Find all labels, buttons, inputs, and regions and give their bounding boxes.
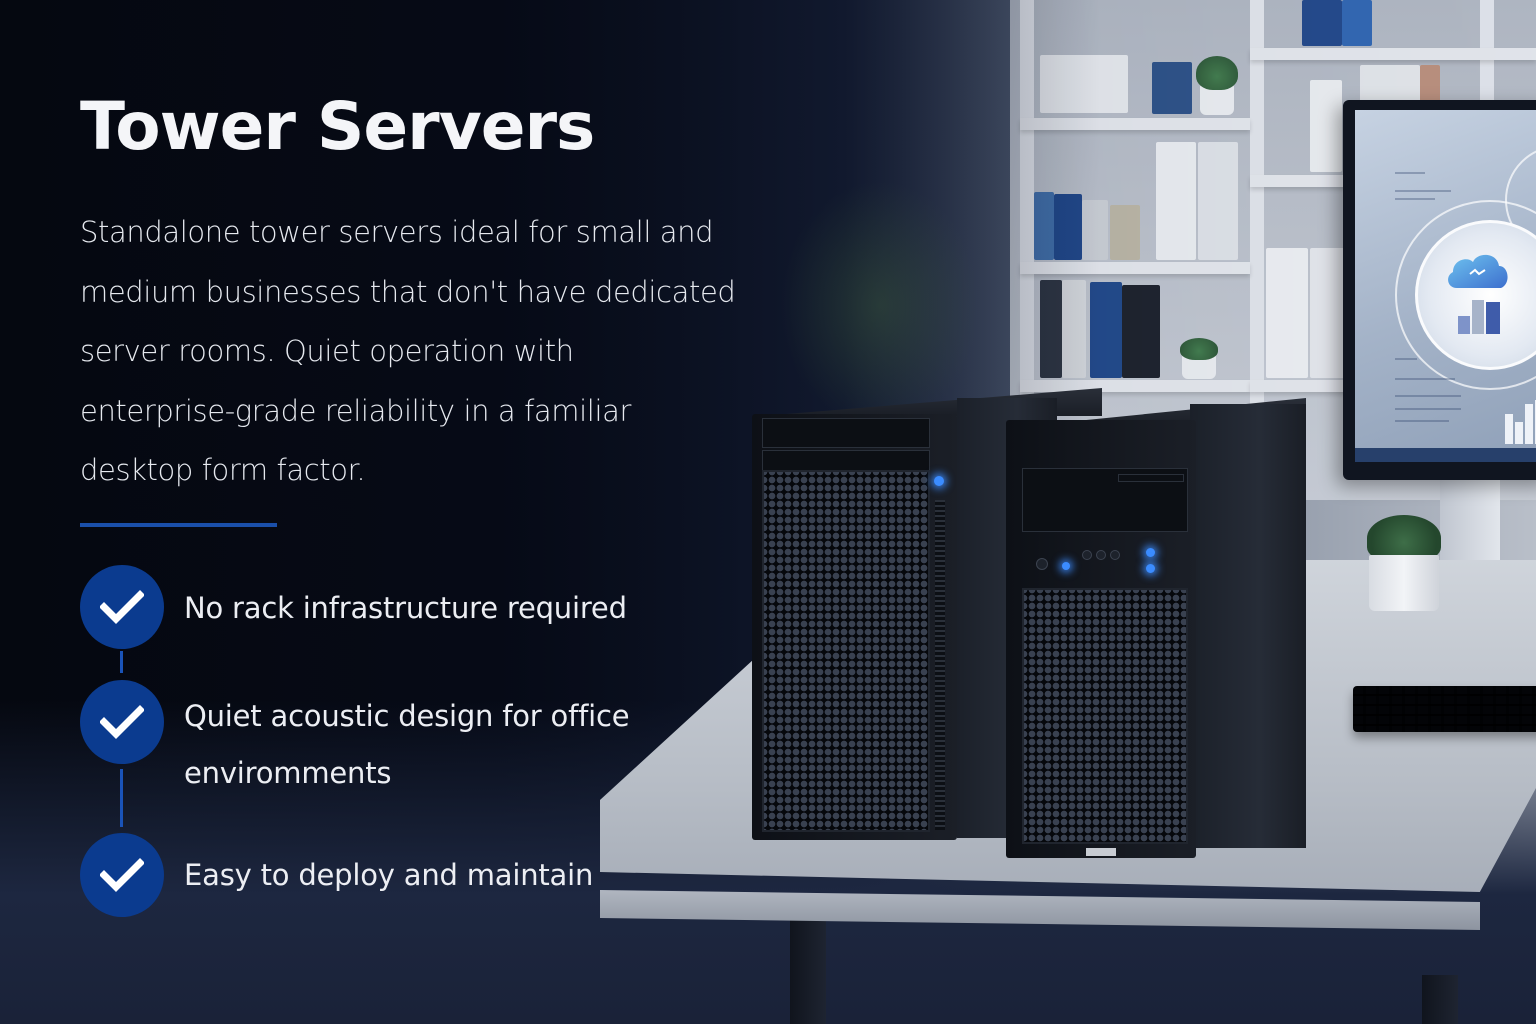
plant-leaves [1180, 338, 1218, 360]
shelf-board [1250, 48, 1536, 60]
feature-label: Easy to deploy and maintain [184, 847, 593, 904]
dashboard-center [1415, 220, 1536, 370]
desk-leg [790, 915, 826, 1024]
front-grille [1022, 588, 1188, 844]
checkmark-icon [80, 565, 164, 649]
status-led [1146, 548, 1155, 557]
monitor-screen-dashboard [1355, 110, 1536, 462]
tower-server-right [1006, 398, 1306, 868]
plant-leaves [1196, 56, 1238, 90]
description-line: enterprise-grade reliability in a famili… [80, 393, 632, 428]
feature-label-line: Easy to deploy and maintain [184, 858, 594, 892]
accent-divider [80, 523, 277, 527]
white-binder [1198, 142, 1238, 260]
background-plant-blur [780, 180, 980, 430]
succulent-pot [1369, 555, 1439, 611]
cloud-icon [1448, 254, 1508, 288]
power-button [1036, 558, 1048, 570]
drive-bay [762, 418, 930, 448]
description-line: desktop form factor. [80, 453, 366, 487]
blue-binder [1342, 0, 1372, 46]
feature-label: No rack infrastructure required [184, 580, 627, 637]
white-binder [1266, 248, 1308, 378]
front-grille [762, 470, 930, 832]
status-led [1146, 564, 1155, 573]
keyboard [1353, 686, 1536, 732]
feature-connector-line [120, 651, 123, 673]
page-title: Tower Servers [80, 88, 595, 165]
feature-label-line: Quiet acoustic design for office [184, 699, 630, 733]
feature-label-line: enviromments [184, 756, 392, 790]
page-description: Standalone tower servers ideal for small… [80, 203, 840, 501]
drive-slot [1118, 474, 1184, 482]
binder [1310, 80, 1342, 172]
description-line: server rooms. Quiet operation with [80, 334, 574, 368]
brand-badge [1086, 848, 1116, 856]
shelf-upright [1250, 0, 1264, 500]
blue-vase [1152, 62, 1192, 114]
front-button [1096, 550, 1106, 560]
front-button [1082, 550, 1092, 560]
checkmark-icon [80, 680, 164, 764]
bar-chart-icon [1458, 298, 1500, 334]
feature-label: Quiet acoustic design for office envirom… [184, 688, 630, 802]
status-led [1062, 562, 1070, 570]
description-line: Standalone tower servers ideal for small… [80, 215, 714, 249]
dark-binder [1122, 285, 1160, 378]
side-vent [935, 500, 945, 830]
checkmark-icon [80, 833, 164, 917]
front-button [1110, 550, 1120, 560]
succulent-leaves [1367, 515, 1441, 561]
mini-bar-chart [1505, 400, 1536, 444]
tower-side [1190, 404, 1306, 848]
plant-pot [1200, 85, 1234, 115]
book [1110, 205, 1140, 260]
monitor [1343, 100, 1536, 480]
description-line: medium businesses that don't have dedica… [80, 274, 736, 309]
desk-leg [1422, 975, 1458, 1024]
feature-label-line: No rack infrastructure required [184, 591, 627, 625]
feature-connector-line [120, 769, 123, 827]
blue-binder [1302, 0, 1342, 46]
taskbar [1355, 448, 1536, 462]
white-binder [1156, 142, 1196, 260]
power-led [934, 476, 944, 486]
